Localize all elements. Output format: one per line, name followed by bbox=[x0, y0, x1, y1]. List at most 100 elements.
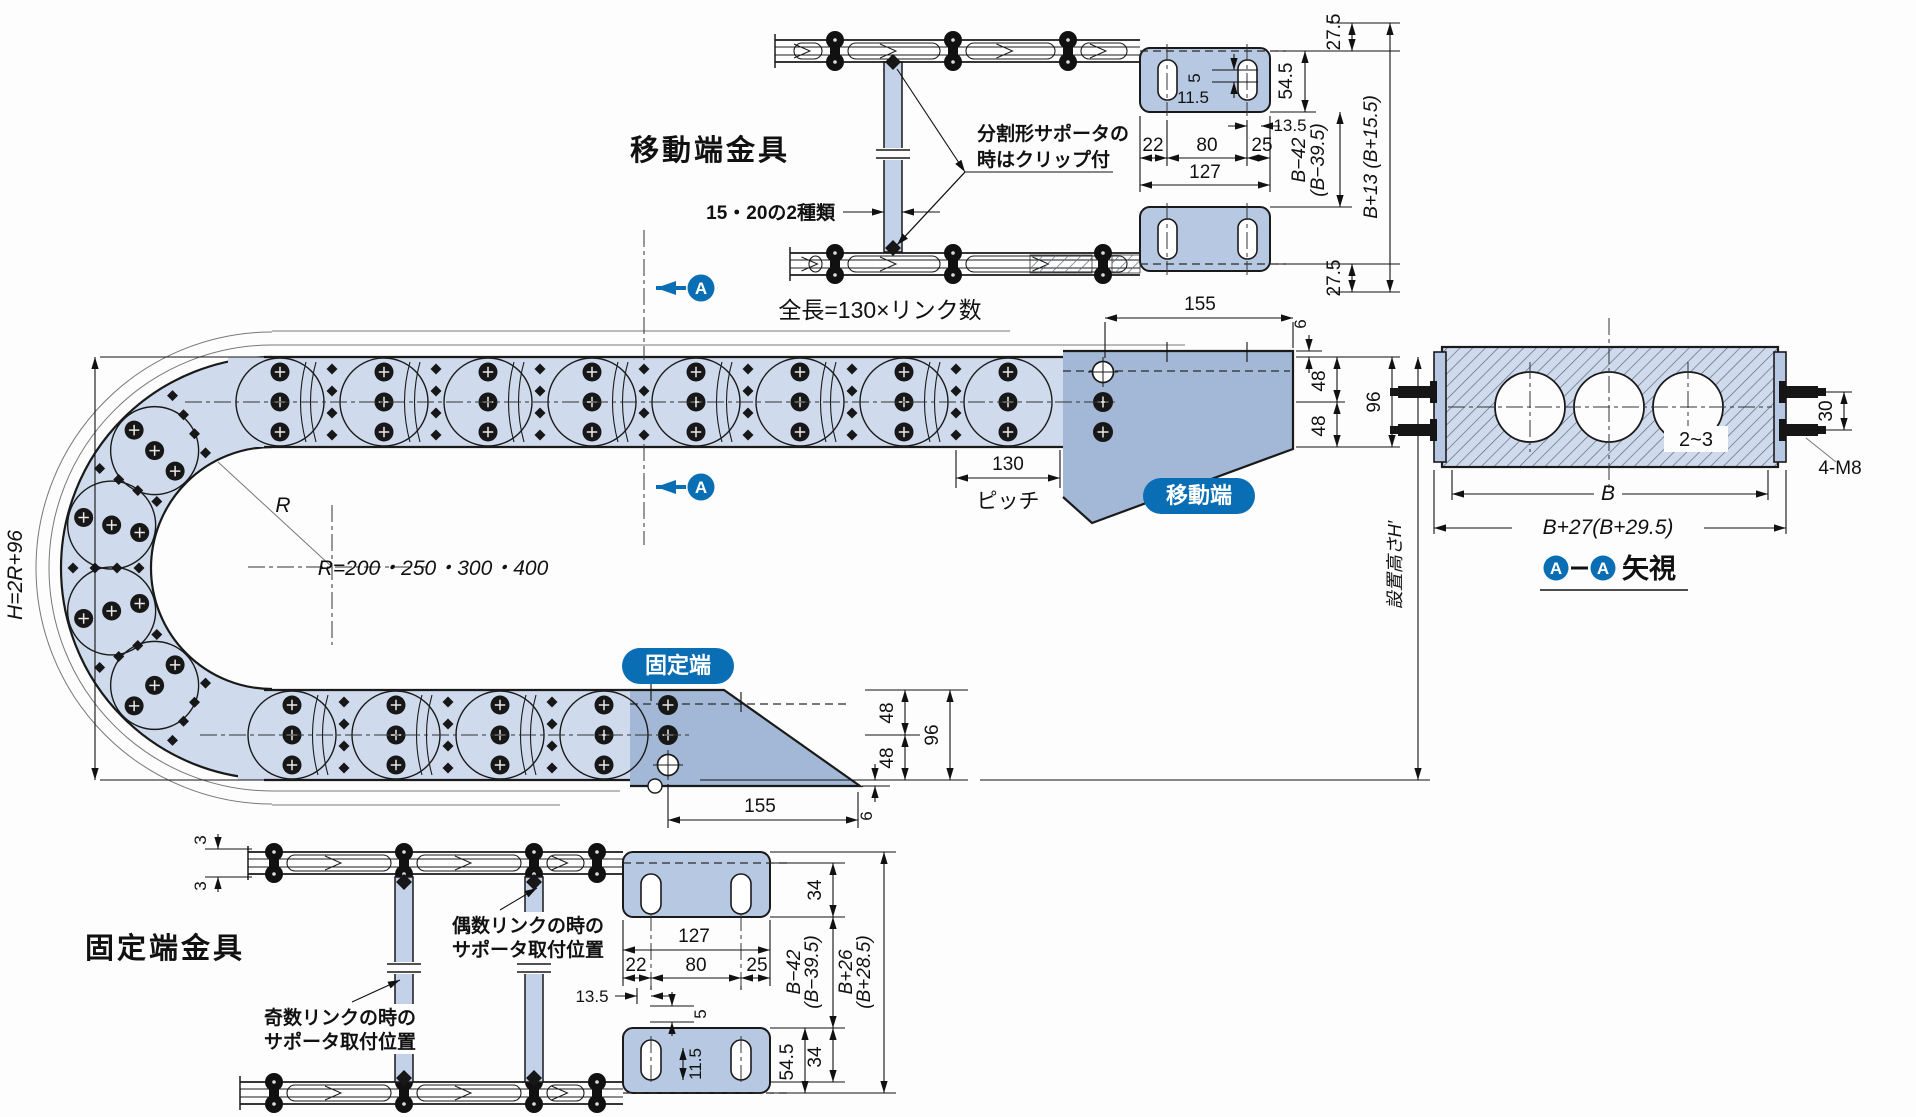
chevron bbox=[324, 1085, 343, 1101]
bolt-cross bbox=[286, 759, 298, 771]
dim-25: 25 bbox=[746, 955, 767, 976]
gap-2-3: 2~3 bbox=[1679, 429, 1713, 451]
link-plate bbox=[965, 42, 1056, 60]
dim-27-top: 27.5 bbox=[1324, 14, 1345, 51]
roller-dot bbox=[951, 273, 955, 277]
bolt-left bbox=[1398, 424, 1436, 436]
bolt-diamond bbox=[133, 562, 145, 574]
roller-dot bbox=[833, 60, 837, 64]
roller-dot bbox=[1066, 60, 1070, 64]
title-marker-a1-label: A bbox=[1550, 559, 1562, 578]
dim-48a: 48 bbox=[1309, 370, 1330, 391]
slot bbox=[640, 873, 662, 915]
strip-inner bbox=[240, 1088, 623, 1098]
dim-54-5: 54.5 bbox=[1276, 63, 1297, 100]
note-bg bbox=[258, 1004, 420, 1054]
strip-edge bbox=[240, 1081, 623, 1105]
types-note: 15・20の2種類 bbox=[706, 202, 836, 224]
clip-leader2 bbox=[896, 171, 966, 246]
dim-b26: B+26 bbox=[836, 949, 857, 994]
bolt-diamond bbox=[189, 696, 200, 708]
note-even-line2: サポータ取付位置 bbox=[452, 938, 604, 961]
bolt-cross bbox=[378, 366, 390, 378]
bolt-diamond bbox=[189, 428, 200, 440]
dim-30: 30 bbox=[1816, 400, 1837, 421]
link-plate bbox=[286, 1084, 392, 1102]
bolt-washer bbox=[1430, 381, 1437, 403]
bolt-cross bbox=[134, 527, 145, 538]
bolt-cross bbox=[690, 426, 702, 438]
dim-11-5: 11.5 bbox=[1177, 88, 1209, 107]
bolt-cross bbox=[1002, 426, 1014, 438]
gap-label-bg bbox=[1664, 426, 1728, 452]
link-circle bbox=[66, 566, 157, 656]
dim-b28: (B+28.5) bbox=[854, 935, 875, 1008]
bolt-diamond bbox=[885, 240, 901, 256]
bolt-diamond bbox=[132, 485, 144, 496]
bolt-cross bbox=[169, 465, 181, 477]
bolt-cross bbox=[482, 366, 494, 378]
chevron bbox=[324, 855, 343, 871]
bolt-diamond bbox=[846, 385, 858, 397]
install-height: 設置高さH′ bbox=[1385, 520, 1405, 609]
bolt-diamond bbox=[326, 429, 338, 441]
dim-13-5: 13.5 bbox=[575, 987, 608, 1006]
supporter-bar-even bbox=[524, 876, 544, 1083]
ext-155-top bbox=[1104, 322, 1294, 358]
bolt-diamond bbox=[326, 385, 338, 397]
dim-96-top: 96 bbox=[1364, 391, 1385, 412]
link-plate bbox=[286, 854, 392, 872]
bolt-cross bbox=[390, 759, 402, 771]
roller bbox=[592, 1079, 602, 1107]
bolt-diamond bbox=[338, 696, 350, 708]
bolt-diamond bbox=[396, 1070, 412, 1086]
dim-6-bot: 6 bbox=[857, 811, 876, 820]
section-marker-a-bottom bbox=[687, 473, 715, 501]
envelope-lines bbox=[272, 330, 1185, 806]
hidden-chain-line bbox=[1140, 50, 1286, 265]
bolt-cross bbox=[1097, 426, 1109, 438]
chevron bbox=[879, 256, 898, 272]
bolt-diamond bbox=[151, 496, 163, 507]
wedge-ticks bbox=[1166, 342, 1248, 362]
bar-break-gap bbox=[880, 148, 906, 160]
bolt-diamond bbox=[846, 363, 858, 375]
dim-34-bot: 34 bbox=[805, 1046, 826, 1068]
dim-127: 127 bbox=[678, 926, 710, 947]
bolt-diamond bbox=[167, 734, 178, 746]
roller-dot bbox=[951, 60, 955, 64]
link-circle bbox=[443, 357, 533, 447]
bolt-diamond bbox=[111, 562, 123, 574]
note-odd-line2: サポータ取付位置 bbox=[264, 1030, 416, 1053]
side-plate-right bbox=[1773, 351, 1787, 463]
fixed-end-title: 固定端金具 bbox=[85, 931, 245, 965]
dim-22: 22 bbox=[625, 955, 646, 976]
ext-lines bbox=[1139, 116, 1271, 192]
bolt-right bbox=[1780, 424, 1818, 436]
link-plate bbox=[808, 255, 823, 273]
dim-b: B bbox=[1601, 482, 1615, 505]
link-circle bbox=[247, 690, 337, 780]
bolt-washer bbox=[1779, 381, 1786, 403]
dim-3b: 3 bbox=[191, 881, 210, 890]
note-bg bbox=[446, 912, 616, 962]
badge-moving-end bbox=[1143, 478, 1255, 514]
roller bbox=[1098, 250, 1108, 278]
roller-dot bbox=[532, 850, 536, 854]
pivot-cross bbox=[1088, 357, 1118, 387]
bolt-cross bbox=[598, 759, 610, 771]
bolt-diamond bbox=[534, 385, 546, 397]
bolt-washer bbox=[1430, 419, 1437, 441]
bend-links bbox=[66, 390, 211, 746]
bolt-cross bbox=[390, 699, 402, 711]
roller-dot bbox=[1101, 273, 1105, 277]
bolt-diamond bbox=[742, 407, 754, 419]
link-circle bbox=[66, 480, 157, 570]
bolt-diamond bbox=[338, 740, 350, 752]
note-odd-line1: 奇数リンクの時の bbox=[264, 1006, 416, 1029]
upper-run-edges bbox=[264, 355, 1063, 449]
bolt-cross bbox=[598, 699, 610, 711]
bolt-diamond bbox=[151, 629, 163, 640]
roller-dot bbox=[402, 1102, 406, 1106]
